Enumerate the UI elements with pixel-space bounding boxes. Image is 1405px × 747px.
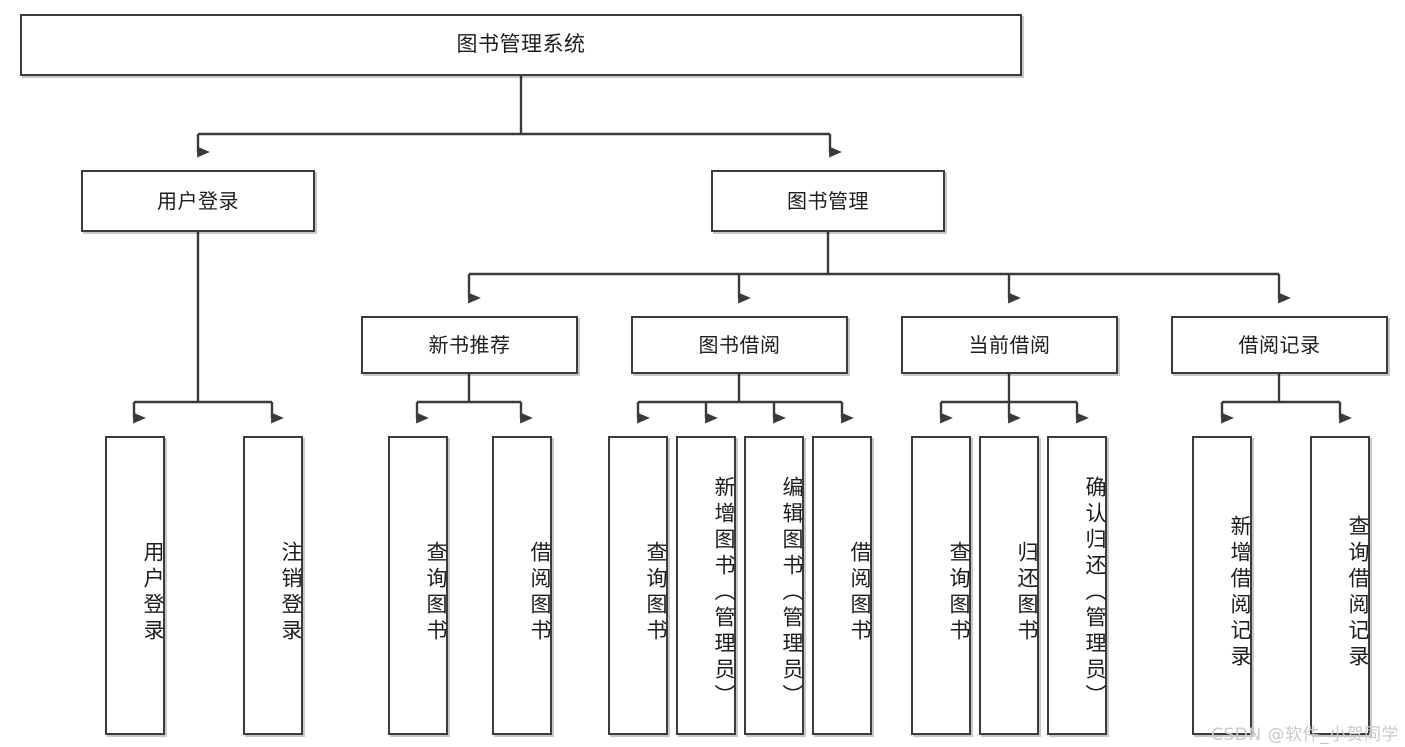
leaf-current-borrow-1[interactable]: 归还图书 <box>979 436 1039 735</box>
watermark-text: CSDN @软件_小贺同学 <box>1211 725 1399 745</box>
leaf-current-borrow-0[interactable]: 查询图书 <box>911 436 971 735</box>
leaf-current-borrow-2[interactable]: 确认归还（管理员） <box>1047 436 1107 735</box>
node-label: 当前借阅 <box>968 332 1051 357</box>
leaf-label: 新增图书（管理员） <box>712 475 736 710</box>
node-book-management[interactable]: 图书管理 <box>711 170 945 232</box>
leaf-label: 编辑图书（管理员） <box>780 475 804 710</box>
leaf-borrow-record-1[interactable]: 查询借阅记录 <box>1310 436 1370 735</box>
leaf-label: 查询图书 <box>947 540 971 645</box>
connector-new-book-rec-to-leaves <box>415 374 533 424</box>
leaf-new-book-rec-0[interactable]: 查询图书 <box>388 436 448 735</box>
connector-current-borrow-to-leaves <box>939 374 1089 424</box>
leaf-book-borrow-3[interactable]: 借阅图书 <box>812 436 872 735</box>
leaf-label: 注销登录 <box>279 540 303 645</box>
leaf-label: 查询图书 <box>644 540 668 645</box>
leaf-label: 借阅图书 <box>848 540 872 645</box>
node-label: 图书借阅 <box>698 332 781 357</box>
node-label: 借阅记录 <box>1238 332 1321 357</box>
leaf-label: 确认归还（管理员） <box>1083 475 1107 710</box>
node-root-book-management-system[interactable]: 图书管理系统 <box>20 14 1022 76</box>
node-borrow-record[interactable]: 借阅记录 <box>1171 316 1388 374</box>
leaf-label: 新增借阅记录 <box>1228 514 1252 671</box>
connector-root-to-level2 <box>196 76 842 158</box>
leaf-book-borrow-0[interactable]: 查询图书 <box>608 436 668 735</box>
connector-user-login-to-leaves <box>132 232 284 424</box>
connector-book-borrow-to-leaves <box>636 374 854 424</box>
node-label: 用户登录 <box>157 188 239 213</box>
node-current-borrow[interactable]: 当前借阅 <box>901 316 1118 374</box>
leaf-new-book-rec-1[interactable]: 借阅图书 <box>492 436 552 735</box>
leaf-borrow-record-0[interactable]: 新增借阅记录 <box>1192 436 1252 735</box>
leaf-label: 归还图书 <box>1015 540 1039 645</box>
node-user-login[interactable]: 用户登录 <box>81 170 315 232</box>
leaf-book-borrow-2[interactable]: 编辑图书（管理员） <box>744 436 804 735</box>
node-book-borrow[interactable]: 图书借阅 <box>631 316 848 374</box>
leaf-label: 查询图书 <box>424 540 448 645</box>
leaf-label: 用户登录 <box>141 540 165 645</box>
leaf-label: 查询借阅记录 <box>1346 514 1370 671</box>
leaf-book-borrow-1[interactable]: 新增图书（管理员） <box>676 436 736 735</box>
node-label: 图书管理系统 <box>456 32 586 57</box>
node-new-book-recommendation[interactable]: 新书推荐 <box>361 316 578 374</box>
leaf-user-login-1[interactable]: 注销登录 <box>243 436 303 735</box>
connector-borrow-record-to-leaves <box>1220 374 1352 424</box>
connector-book-manage-to-subs <box>467 232 1291 304</box>
leaf-user-login-0[interactable]: 用户登录 <box>105 436 165 735</box>
leaf-label: 借阅图书 <box>528 540 552 645</box>
node-label: 新书推荐 <box>428 332 511 357</box>
node-label: 图书管理 <box>787 188 869 213</box>
